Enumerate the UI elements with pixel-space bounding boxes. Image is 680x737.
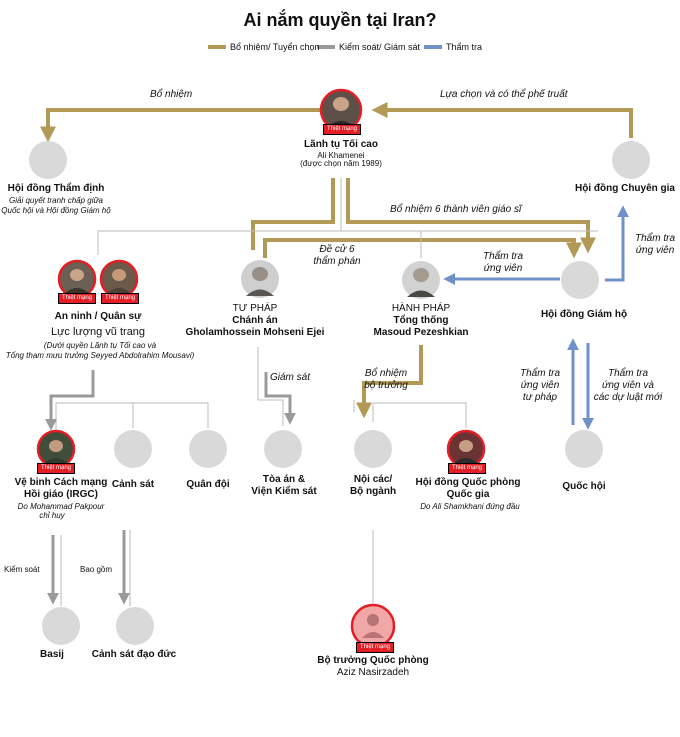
basij-title: Basij [40,649,64,660]
label-nominate-1: Đề cử 6 [319,244,355,255]
edge-appoint-judiciary [251,178,335,250]
nsc-title-1: Hội đồng Quốc phòng [415,477,521,488]
legend-label-control: Kiểm soát/ Giám sát [339,42,421,52]
label-supervise: Giám sát [270,372,311,383]
edge-supervise-courts [264,372,296,425]
edge-vet-experts [605,205,629,282]
cabinet-title-1: Nội các/ [353,474,393,485]
nsc-desc: Do Ali Shamkhani đứng đầu [420,502,520,511]
police-title: Cảnh sát [111,479,155,490]
army-title: Quân đội [186,479,230,490]
edge-appoint-guardian [346,178,596,254]
edge-appoint-ministers [356,345,423,419]
expediency-desc-1: Giải quyết tranh chấp giữa [8,196,104,205]
irgc-title-2: Hồi giáo (IRGC) [24,489,98,500]
portrait-security-1 [57,259,97,299]
edge-control-irgc [45,370,95,431]
leader-person: Ali Khamenei [317,151,365,160]
label-vet-laws-2: ứng viên và [602,380,654,391]
label-vet-laws-3: các dự luật mới [593,392,663,403]
guardian-title: Hội đồng Giám hộ [540,309,628,320]
executive-title: Tổng thống [393,315,449,326]
chart-title: Ai nắm quyền tại Iran? [243,10,437,30]
edge-appoint-expediency [40,108,320,143]
node-courts [264,430,302,468]
label-control: Kiểm soát [4,565,40,574]
badge-nsc: Thiệt mạng [448,463,487,474]
irgc-title-1: Vệ binh Cách mạng [14,477,108,488]
node-army [189,430,227,468]
label-vet-laws-1: Thẩm tra [607,368,649,379]
leader-note: (được chọn năm 1989) [300,159,382,168]
portrait-defmin [350,603,396,649]
executive-branch: HÀNH PHÁP [391,303,451,314]
portrait-nsc [446,429,486,469]
edge-nominate-judges [263,238,582,259]
badge-security-2: Thiệt mạng [101,293,140,304]
node-experts [612,141,650,179]
node-cabinet [354,430,392,468]
cabinet-title-2: Bộ ngành [349,486,397,497]
expediency-title: Hội đồng Thẩm định [7,183,105,194]
portrait-irgc [36,429,76,469]
label-appoint-six: Bổ nhiệm 6 thành viên giáo sĩ [390,204,522,215]
label-vet-jud-2: ứng viên [520,380,560,391]
label-select-dismiss: Lựa chọn và có thể phế truất [440,89,568,100]
label-includes: Bao gồm [80,565,113,574]
security-desc-2: Tổng tham mưu trưởng Seyyed Abdolrahim M… [5,351,195,360]
label-vet-up-2: ứng viên [635,245,675,256]
label-vet-jud-3: tư pháp [522,392,558,403]
legend-label-appoint: Bổ nhiệm/ Tuyển chọn [230,42,320,52]
portrait-judiciary [241,260,279,298]
node-expediency [29,141,67,179]
legend-label-vet: Thẩm tra [446,42,483,52]
node-guardian [561,261,599,299]
node-parliament [565,430,603,468]
security-sub: Lực lượng vũ trang [50,326,146,338]
security-desc-1: (Dưới quyền Lãnh tụ Tối cao và [43,341,157,350]
label-appoint-min-2: bộ trưởng [364,380,408,391]
label-vet-up-1: Thẩm tra [634,233,676,244]
defmin-person: Aziz Nasirzadeh [336,667,410,678]
executive-person: Masoud Pezeshkian [373,327,469,338]
leader-title: Lãnh tụ Tối cao [304,139,378,150]
badge-defmin: Thiệt mạng [356,642,395,653]
badge-irgc: Thiệt mạng [37,463,76,474]
label-nominate-2: thẩm phán [313,256,361,267]
badge-leader: Thiệt mạng [323,124,362,135]
portrait-security-2 [99,259,139,299]
defmin-title: Bộ trưởng Quốc phòng [317,655,429,666]
judiciary-person: Gholamhossein Mohseni Ejei [185,327,325,338]
judiciary-branch: TƯ PHÁP [232,303,278,314]
morality-title: Cảnh sát đạo đức [91,649,177,660]
label-appoint-left: Bổ nhiệm [150,89,193,100]
nsc-title-2: Quốc gia [446,489,490,500]
irgc-desc-1: Do Mohammad Pakpour [17,502,105,511]
edge-experts-select-leader [371,102,633,138]
badge-security-1: Thiệt mạng [58,293,97,304]
courts-title-1: Tòa án & [262,474,306,485]
node-police [114,430,152,468]
node-morality [116,607,154,645]
portrait-executive [402,261,440,299]
label-vet-jud-1: Thẩm tra [519,368,561,379]
experts-title: Hội đồng Chuyên gia [575,183,675,194]
courts-title-2: Viện Kiểm sát [251,486,317,497]
label-vet-candidates-1: Thẩm tra [482,251,524,262]
expediency-desc-2: Quốc hội và Hội đồng Giám hộ [1,206,111,215]
label-appoint-min-1: Bổ nhiệm [364,368,408,379]
irgc-desc-2: chỉ huy [39,511,65,520]
node-basij [42,607,80,645]
label-vet-candidates-2: ứng viên [483,263,523,274]
security-title: An ninh / Quân sự [54,311,142,322]
judiciary-title: Chánh án [232,315,278,326]
parliament-title: Quốc hội [562,481,606,492]
